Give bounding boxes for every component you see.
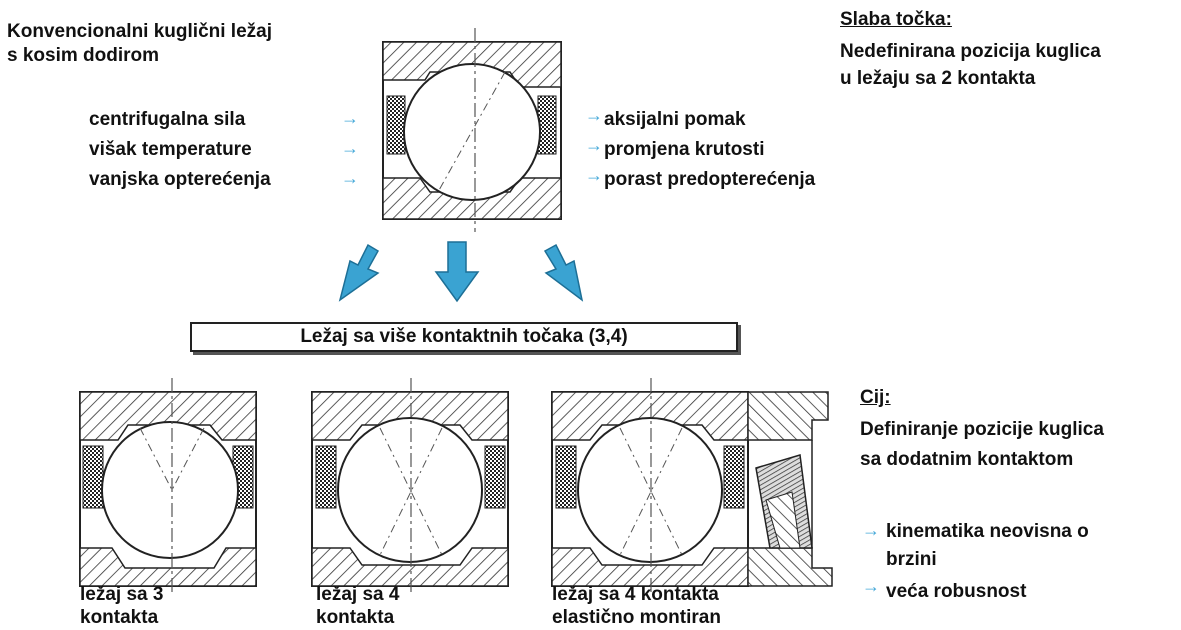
down-arrows (338, 241, 584, 303)
cause-item: centrifugalna sila (89, 109, 246, 130)
benefit-1-line-1: kinematika neovisna o (886, 521, 1089, 542)
bearing-4-contact (311, 378, 509, 596)
arrow-right-icon: → (585, 105, 603, 125)
weak-point-line-1: Nedefinirana pozicija kuglica (840, 41, 1101, 62)
multi-contact-box: Ležaj sa više kontaktnih točaka (3,4) (190, 322, 738, 352)
goal-line-2: sa dodatnim kontaktom (860, 449, 1074, 470)
caption-bearing-3-line-2: kontakta (80, 607, 159, 628)
bearing-2-contact (382, 28, 562, 232)
arrow-down (434, 241, 480, 303)
title-line-2: s kosim dodirom (7, 45, 160, 66)
weak-point-heading: Slaba točka: (840, 9, 952, 30)
goal-heading: Cij: (860, 387, 891, 408)
benefit-1-line-2: brzini (886, 549, 937, 570)
arrow-right-icon: → (585, 165, 603, 185)
bearing-3-contact (79, 378, 257, 596)
effect-item: porast predopterećenja (604, 169, 816, 190)
caption-bearing-4-line-2: kontakta (316, 607, 395, 628)
weak-point-line-2: u ležaju sa 2 kontakta (840, 68, 1036, 89)
arrow-right-icon: → (585, 135, 603, 155)
arrow-right-icon: → (341, 168, 359, 188)
arrow-down-left (338, 243, 380, 302)
caption-bearing-4-line-1: ležaj sa 4 (316, 584, 400, 605)
effect-item: aksijalni pomak (604, 109, 746, 130)
arrow-down-right (543, 243, 584, 302)
arrow-right-icon: → (862, 520, 880, 540)
cause-item: vanjska opterećenja (89, 169, 271, 190)
bearing-4-contact-elastic (551, 378, 833, 596)
arrow-right-icon: → (862, 576, 880, 596)
goal-line-1: Definiranje pozicije kuglica (860, 419, 1104, 440)
arrow-right-icon: → (341, 138, 359, 158)
caption-bearing-4e-line-2: elastično montiran (552, 607, 721, 628)
caption-bearing-4e-line-1: ležaj sa 4 kontakta (552, 584, 719, 605)
cause-item: višak temperature (89, 139, 252, 160)
effect-item: promjena krutosti (604, 139, 765, 160)
multi-contact-label: Ležaj sa više kontaktnih točaka (3,4) (300, 326, 628, 347)
arrow-right-icon: → (341, 108, 359, 128)
title-line-1: Konvencionalni kuglični ležaj (7, 21, 272, 42)
benefit-2: veća robusnost (886, 581, 1027, 602)
caption-bearing-3-line-1: ležaj sa 3 (80, 584, 164, 605)
